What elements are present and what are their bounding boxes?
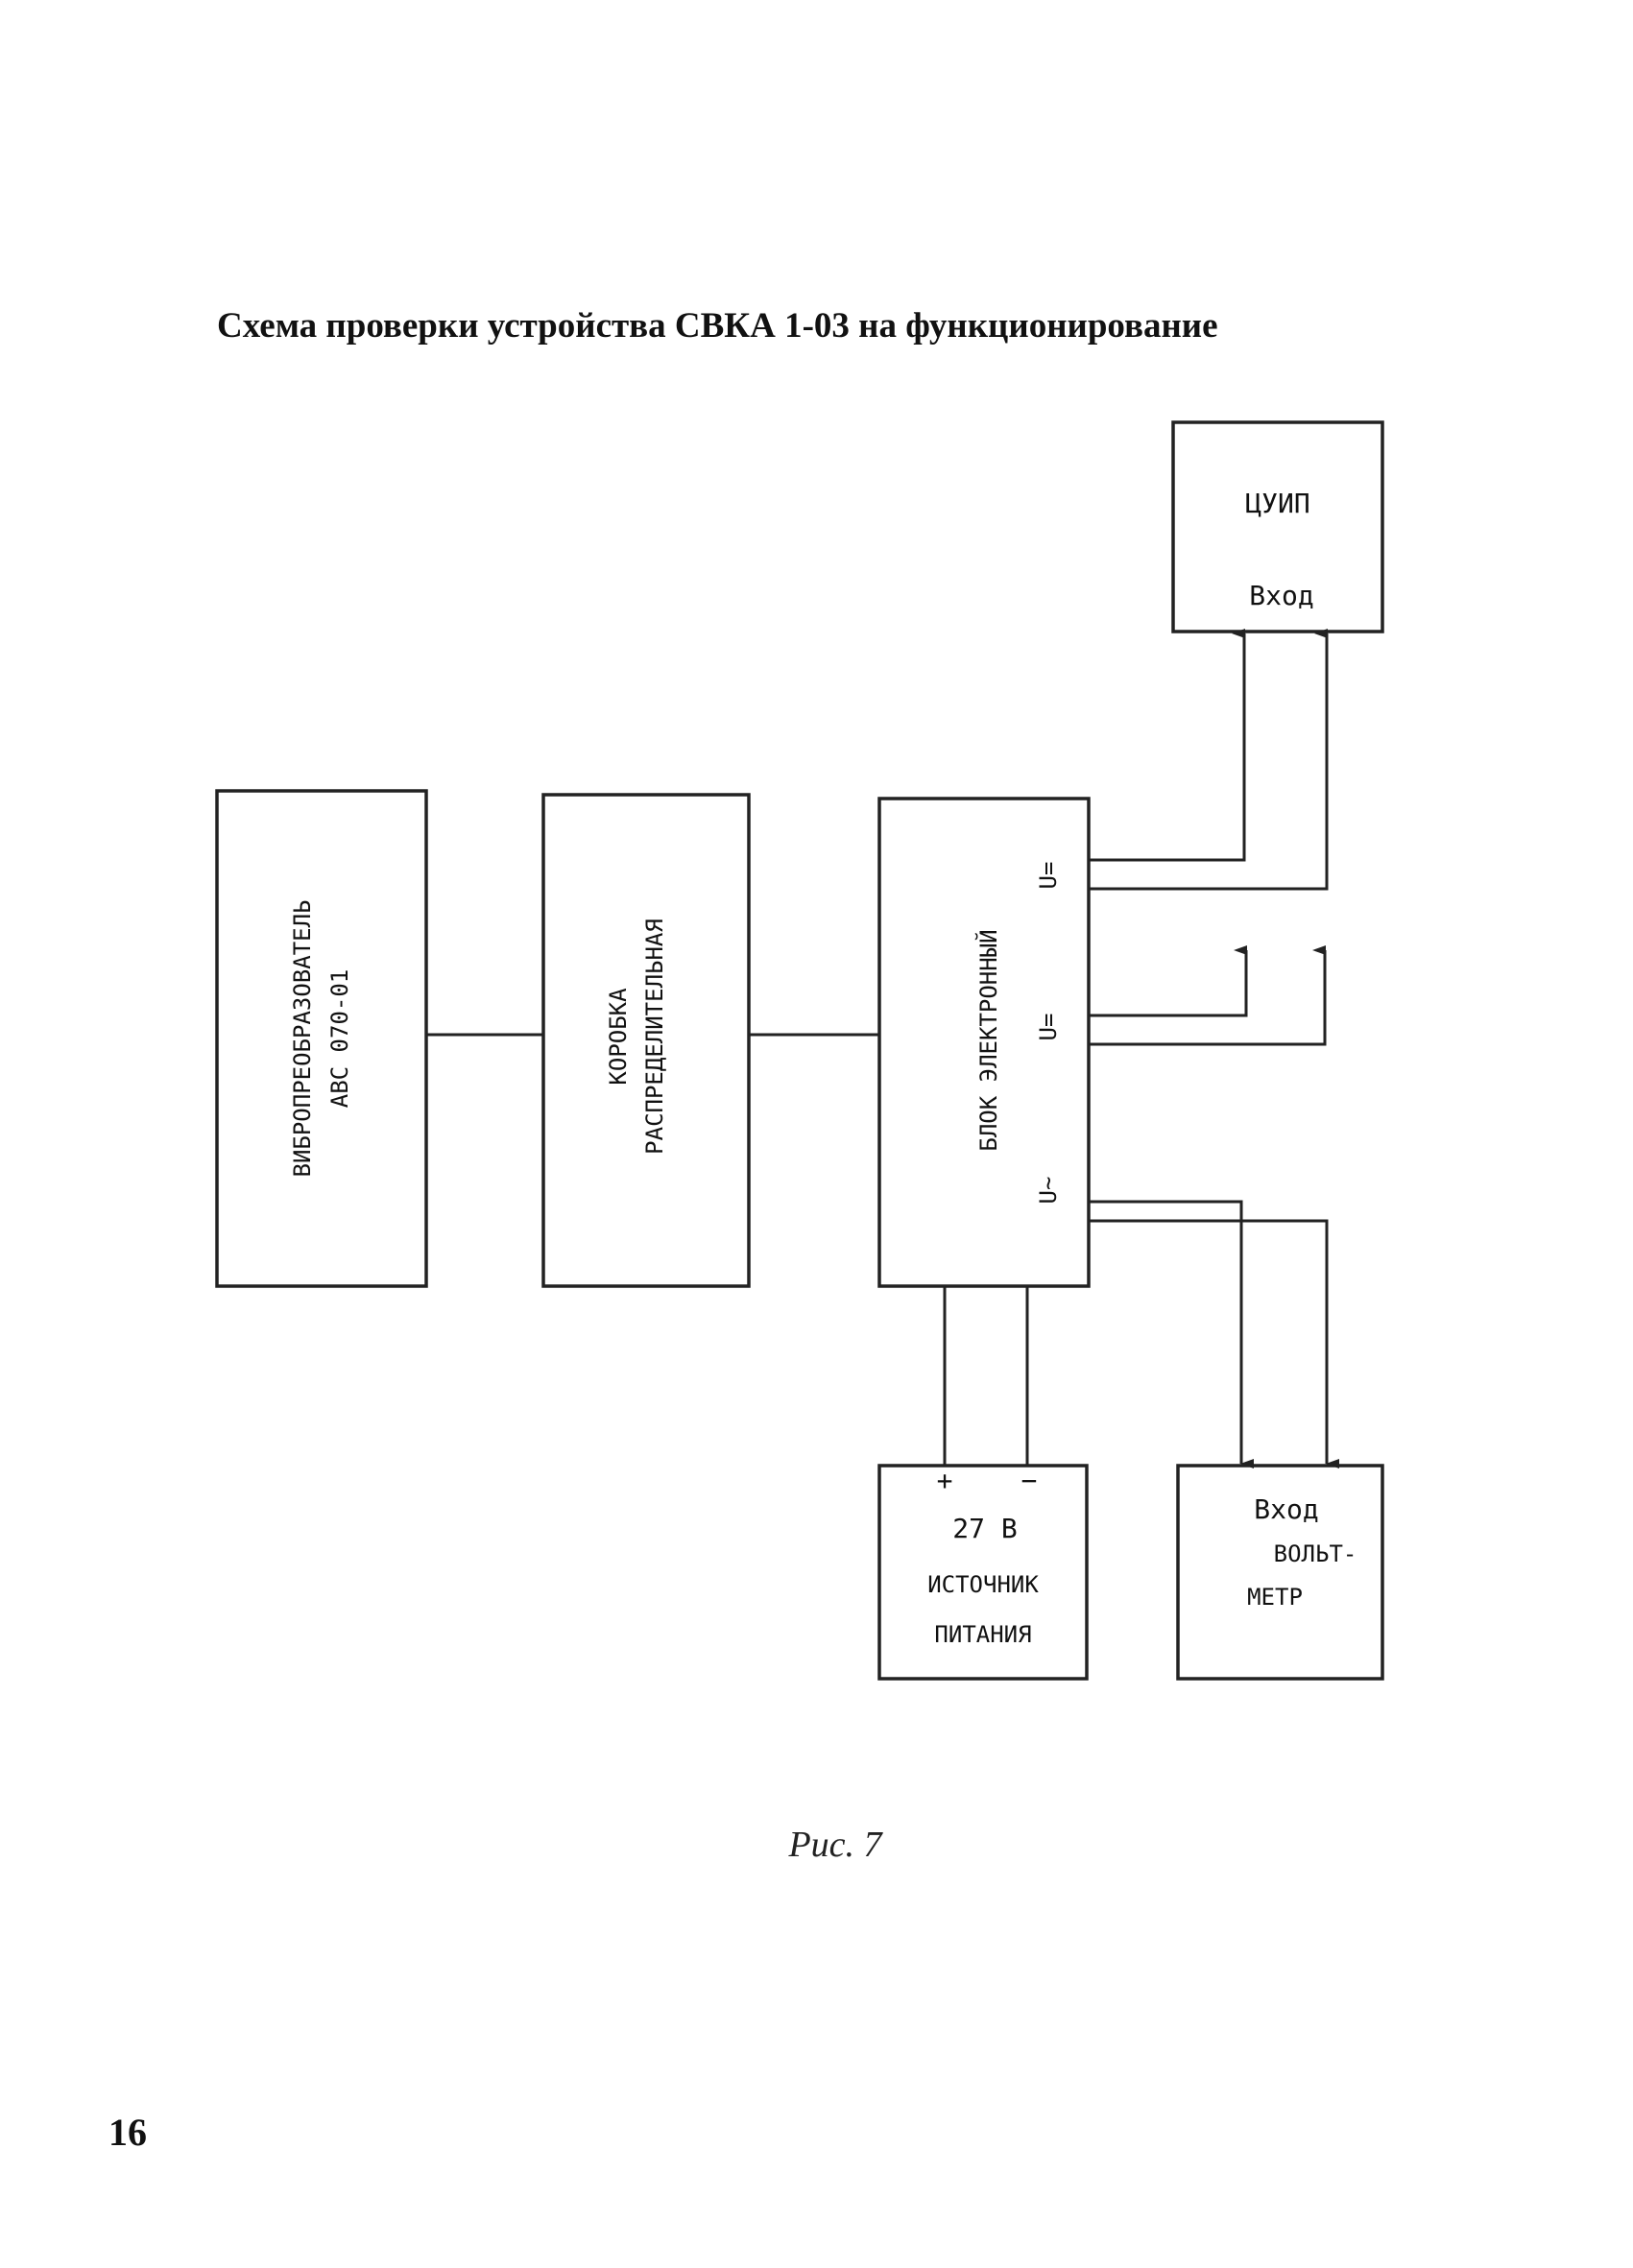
page-number: 16	[108, 2111, 147, 2154]
tsuip-name: ЦУИП	[1245, 488, 1309, 519]
distribution-box-block: КОРОБКА РАСПРЕДЕЛИТЕЛЬНАЯ	[541, 793, 751, 1288]
wire-tsuip-1	[1089, 629, 1246, 862]
power-minus-sign: −	[1021, 1465, 1038, 1496]
wire-output2-2	[1089, 945, 1327, 1046]
korobka-label-line2: РАСПРЕДЕЛИТЕЛЬНАЯ	[641, 919, 668, 1155]
voltmeter-block: Вход ВОЛЬТ- МЕТР	[1176, 1464, 1384, 1681]
korobka-label-line1: КОРОБКА	[605, 988, 632, 1086]
tsuip-block: ЦУИП Вход	[1171, 420, 1384, 633]
blok-output-label-3: U~	[1035, 1177, 1062, 1205]
vibro-label-line2: АВС 070-01	[326, 969, 353, 1109]
blok-label: БЛОК ЭЛЕКТРОННЫЙ	[974, 929, 1002, 1151]
tsuip-input-label: Вход	[1249, 580, 1313, 611]
power-voltage: 27 В	[952, 1513, 1017, 1544]
power-label-line1: ИСТОЧНИК	[927, 1571, 1039, 1598]
power-label-line2: ПИТАНИЯ	[934, 1621, 1031, 1648]
wire-tsuip-2	[1089, 629, 1329, 891]
wire-output2-1	[1089, 945, 1248, 1017]
figure-caption: Рис. 7	[788, 1825, 882, 1865]
blok-output-label-2: U=	[1035, 1014, 1062, 1041]
vibro-label-line1: ВИБРОПРЕОБРАЗОВАТЕЛЬ	[289, 900, 316, 1178]
power-plus-sign: +	[937, 1465, 953, 1496]
wire-voltmeter-2	[1089, 1219, 1339, 1468]
voltmeter-label-line2: МЕТР	[1247, 1584, 1303, 1611]
voltmeter-label-line1: ВОЛЬТ-	[1274, 1540, 1357, 1567]
voltmeter-input-label: Вход	[1254, 1493, 1318, 1525]
power-source-block: + − 27 В ИСТОЧНИК ПИТАНИЯ	[877, 1464, 1089, 1681]
vibro-converter-block: ВИБРОПРЕОБРАЗОВАТЕЛЬ АВС 070-01	[215, 789, 428, 1288]
wire-voltmeter-1	[1089, 1200, 1254, 1468]
blok-output-label-1: U=	[1035, 862, 1062, 890]
electronic-block: БЛОК ЭЛЕКТРОННЫЙ U= U= U~	[877, 797, 1091, 1288]
page-title: Схема проверки устройства СВКА 1-03 на ф…	[217, 306, 1218, 346]
